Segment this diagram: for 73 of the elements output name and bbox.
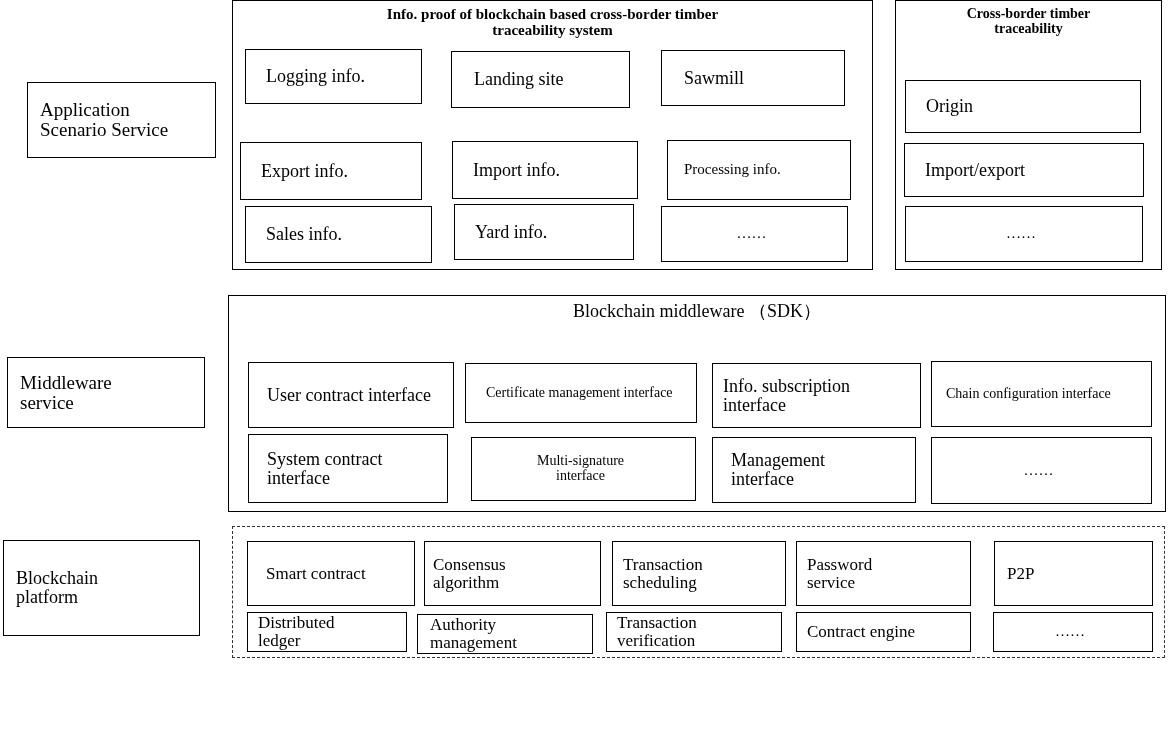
module-box <box>465 363 697 423</box>
module-box <box>993 612 1153 652</box>
module-box <box>452 141 638 199</box>
module-label: Logging info. <box>265 67 366 86</box>
dashed-group-frame <box>232 526 1165 658</box>
module-box <box>994 541 1153 606</box>
layer-box <box>27 82 216 158</box>
module-box <box>661 50 845 106</box>
module-label: …… <box>1055 624 1086 640</box>
module-box <box>712 363 921 428</box>
module-label: Multi-signature interface <box>535 454 626 484</box>
module-label: Sales info. <box>265 225 343 244</box>
layer-box <box>7 357 205 428</box>
module-label: Export info. <box>260 161 349 181</box>
module-box <box>471 437 696 501</box>
layer-name: Blockchain platform <box>15 569 99 607</box>
module-box <box>247 541 415 606</box>
module-label: System contract interface <box>266 449 384 488</box>
panel-title: Blockchain middleware （SDK） <box>573 302 821 321</box>
module-label: …… <box>1006 226 1037 242</box>
module-box <box>454 204 634 260</box>
module-box <box>904 143 1144 197</box>
module-box <box>245 49 422 104</box>
module-box <box>796 612 971 652</box>
module-box <box>245 206 432 263</box>
group-panel <box>228 295 1166 512</box>
module-box <box>931 361 1152 427</box>
layer-box <box>3 540 200 636</box>
module-label: P2P <box>1006 564 1036 583</box>
layer-name: Middleware service <box>19 372 113 413</box>
module-label: Transaction verification <box>616 614 698 650</box>
module-label: Processing info. <box>683 162 782 178</box>
module-label: Info. subscription interface <box>722 376 851 415</box>
module-box <box>240 142 422 200</box>
panel-title: Cross-border timber traceability <box>965 7 1092 37</box>
panel-title: Info. proof of blockchain based cross-border timber traceability system <box>385 7 720 39</box>
module-box <box>248 362 454 428</box>
module-label: Transaction scheduling <box>622 555 704 592</box>
module-box <box>247 612 407 652</box>
module-box <box>796 541 971 606</box>
module-box <box>612 541 786 606</box>
group-panel <box>232 0 873 270</box>
module-box <box>451 51 630 108</box>
module-box <box>905 206 1143 262</box>
module-label: Distributed ledger <box>257 614 336 650</box>
layer-name: Application Scenario Service <box>39 100 170 140</box>
module-box <box>417 614 593 654</box>
module-box <box>712 437 916 503</box>
module-label: …… <box>1023 462 1055 479</box>
module-label: Landing site <box>473 70 565 89</box>
module-label: Yard info. <box>474 222 549 242</box>
module-label: User contract interface <box>266 385 432 405</box>
module-label: Contract engine <box>806 623 917 641</box>
module-box <box>661 206 848 262</box>
module-box <box>905 80 1141 133</box>
module-label: Consensus algorithm <box>432 555 507 592</box>
module-label: Import info. <box>472 160 561 180</box>
module-label: Sawmill <box>683 68 745 88</box>
module-label: Certificate management interface <box>485 385 674 401</box>
module-box <box>424 541 601 606</box>
module-box <box>931 437 1152 504</box>
module-label: Chain configuration interface <box>945 386 1112 402</box>
module-box <box>667 140 851 200</box>
module-label: Password service <box>806 555 874 592</box>
module-label: …… <box>736 226 768 242</box>
module-label: Management interface <box>730 451 826 489</box>
module-label: Smart contract <box>265 564 367 583</box>
module-label: Import/export <box>924 160 1026 180</box>
module-box <box>606 612 782 652</box>
group-panel <box>895 0 1162 270</box>
module-label: Authority management <box>429 616 518 652</box>
module-label: Origin <box>925 97 974 116</box>
module-box <box>248 434 448 503</box>
